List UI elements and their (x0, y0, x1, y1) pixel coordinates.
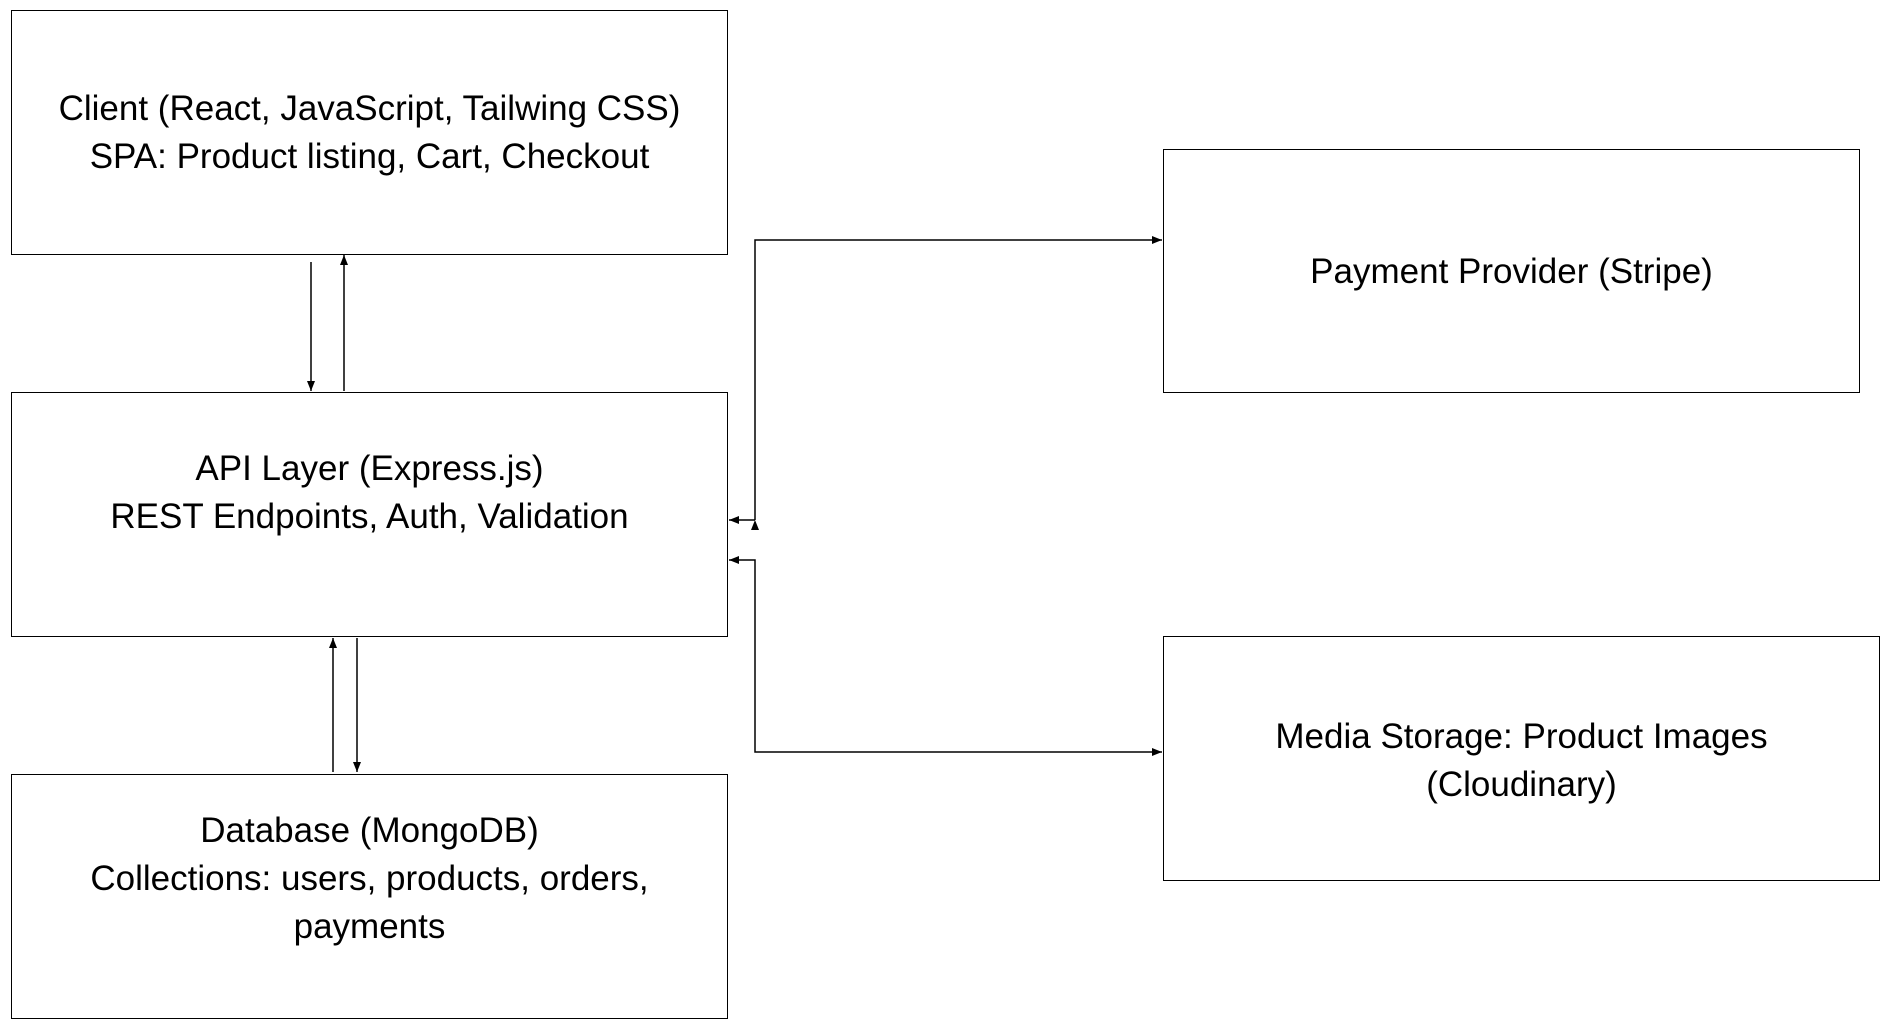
client-node-label: Client (React, JavaScript, Tailwing CSS)… (12, 85, 727, 181)
media-node-line-2: (Cloudinary) (1426, 765, 1617, 804)
api-node-label: API Layer (Express.js) REST Endpoints, A… (12, 445, 727, 541)
arrow-api-payment (751, 236, 1162, 530)
database-node-label: Database (MongoDB) Collections: users, p… (12, 807, 727, 951)
media-node: Media Storage: Product Images (Cloudinar… (1163, 636, 1880, 881)
media-node-label: Media Storage: Product Images (Cloudinar… (1164, 713, 1879, 809)
client-node: Client (React, JavaScript, Tailwing CSS)… (11, 10, 728, 255)
client-node-line-2: SPA: Product listing, Cart, Checkout (89, 137, 650, 176)
database-node-line-1: Database (MongoDB) (200, 811, 539, 850)
payment-node-label: Payment Provider (Stripe) (1164, 248, 1859, 296)
api-node-line-1: API Layer (Express.js) (195, 449, 544, 488)
database-node-line-3: payments (293, 907, 446, 946)
api-node: API Layer (Express.js) REST Endpoints, A… (11, 392, 728, 637)
media-node-line-1: Media Storage: Product Images (1275, 717, 1768, 756)
client-node-line-1: Client (React, JavaScript, Tailwing CSS) (58, 89, 681, 128)
arrow-api-media (729, 559, 1162, 756)
database-node: Database (MongoDB) Collections: users, p… (11, 774, 728, 1019)
payment-node-line-1: Payment Provider (Stripe) (1310, 252, 1713, 291)
database-node-line-2: Collections: users, products, orders, (90, 859, 649, 898)
arrow-api-media-head (729, 556, 739, 564)
payment-node: Payment Provider (Stripe) (1163, 149, 1860, 393)
api-node-line-2: REST Endpoints, Auth, Validation (110, 497, 629, 536)
